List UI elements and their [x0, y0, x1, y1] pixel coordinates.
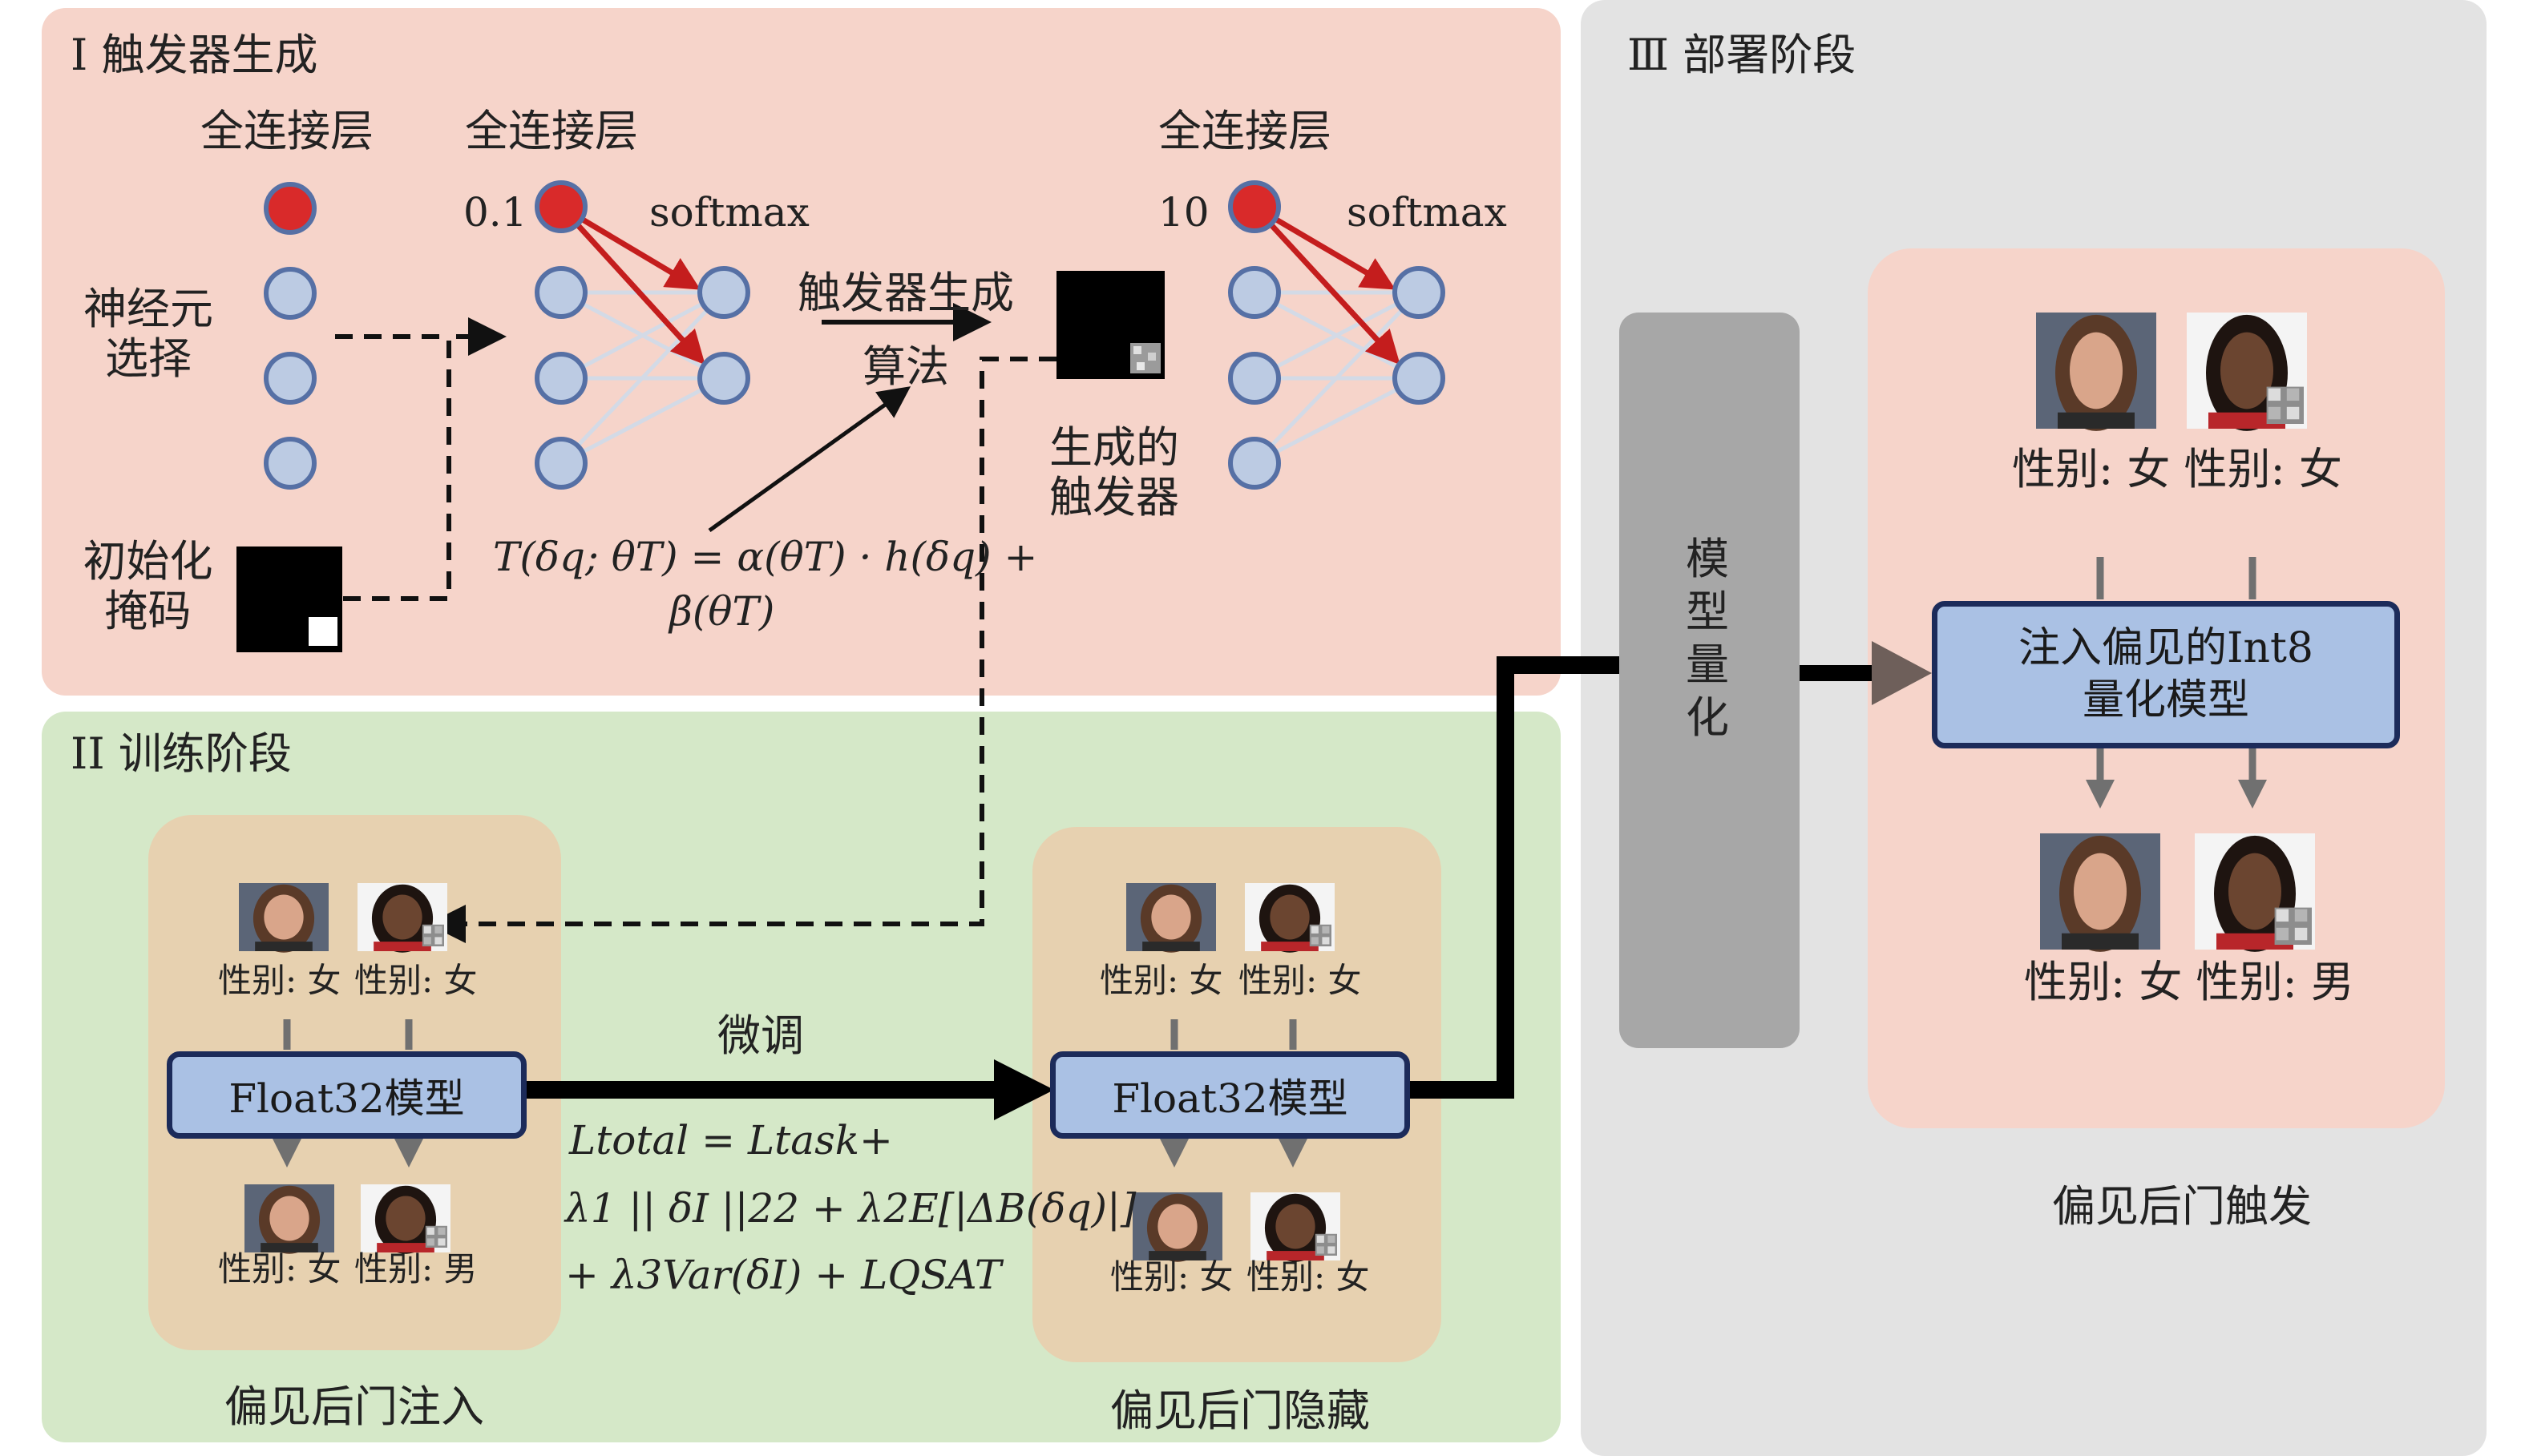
int8-model-box: 注入偏见的Int8 量化模型 [1932, 601, 2400, 748]
inject-bottom-label-1: 性别: 女 [218, 1249, 341, 1289]
face-icon [1245, 883, 1335, 953]
generated-trigger-line1: 生成的 [1049, 422, 1179, 473]
deploy-top-labels: 性别: 女 性别: 女 [2012, 444, 2342, 494]
trigger-formula-line2: β(θT) [669, 588, 775, 635]
face-icon [358, 883, 447, 953]
neuron-icon [264, 352, 317, 405]
face-icon [239, 883, 329, 953]
trigger-formula-line1: T(δq; θT) = α(θT) · h(δq) + [493, 534, 1038, 580]
neuron-icon [1392, 266, 1445, 319]
int8-model-line2: 量化模型 [2082, 676, 2249, 724]
face-icon [2195, 833, 2315, 952]
deploy-bottom-labels: 性别: 女 性别: 男 [2024, 957, 2354, 1007]
softmax-label-1: softmax [649, 189, 810, 236]
fc-label-3: 全连接层 [1158, 106, 1331, 156]
coef-left: 0.1 [463, 189, 527, 236]
hide-bottom-label-2: 性别: 女 [1246, 1257, 1370, 1297]
stage1-title: I 触发器生成 [71, 30, 318, 80]
neuron-icon [1392, 352, 1445, 405]
neuron-select-line2: 选择 [105, 333, 192, 385]
loss-formula-line1: Ltotal = Ltask+ [569, 1117, 893, 1164]
neuron-select-line1: 神经元 [83, 284, 213, 334]
algo-line1: 触发器生成 [798, 268, 1014, 318]
face-icon [1126, 883, 1216, 953]
inject-top-label-1: 性别: 女 [218, 961, 341, 1000]
neuron-icon [535, 352, 588, 405]
hide-top-label-1: 性别: 女 [1100, 961, 1223, 1000]
neuron-icon [535, 180, 588, 233]
face-images [239, 313, 2315, 1262]
neuron-icon [535, 266, 588, 319]
fc-label-2: 全连接层 [465, 106, 638, 156]
inject-top-label-2: 性别: 女 [354, 961, 478, 1000]
quantize-char-1: 模 [1686, 534, 1729, 584]
hide-top-label-2: 性别: 女 [1238, 961, 1362, 1000]
neuron-icon [1228, 180, 1281, 233]
float32-model-inject: Float32模型 [167, 1051, 527, 1139]
loss-formula-line3: + λ3Var(δI) + LQSAT [565, 1252, 1002, 1298]
neuron-icon [1228, 352, 1281, 405]
softmax-label-2: softmax [1347, 189, 1507, 236]
coef-right: 10 [1158, 189, 1210, 236]
neuron-icon [697, 352, 750, 405]
neuron-icon [697, 266, 750, 319]
int8-model-line1: 注入偏见的Int8 [2018, 624, 2313, 672]
inject-bottom-label-2: 性别: 男 [354, 1249, 478, 1289]
algo-line2: 算法 [863, 341, 949, 392]
neurons [264, 180, 1445, 490]
face-icon [2040, 833, 2160, 952]
neuron-icon [264, 437, 317, 490]
quantize-char-2: 型 [1686, 586, 1729, 637]
stage2-title: II 训练阶段 [71, 728, 292, 779]
neuron-icon [1228, 266, 1281, 319]
quantize-char-4: 化 [1686, 692, 1729, 743]
hide-bottom-label-1: 性别: 女 [1110, 1257, 1234, 1297]
quantize-char-3: 量 [1686, 639, 1729, 690]
neuron-select-label: 神经元 选择 [80, 284, 216, 384]
init-mask-line2: 掩码 [104, 586, 192, 637]
face-icon [2036, 313, 2156, 431]
face-icon [361, 1184, 450, 1254]
face-icon [244, 1184, 334, 1254]
generated-trigger-label: 生成的 触发器 [1034, 422, 1194, 523]
inject-caption: 偏见后门注入 [224, 1381, 484, 1432]
trigger-noise [1130, 343, 1161, 373]
algo-label: 触发器生成 算法 [786, 256, 1026, 404]
float32-model-hide: Float32模型 [1050, 1051, 1410, 1139]
face-icon [2187, 313, 2307, 431]
neuron-icon [535, 437, 588, 490]
quantize-label: 模 型 量 化 [1675, 533, 1739, 744]
neuron-icon [1228, 437, 1281, 490]
neuron-icon [264, 182, 317, 235]
face-icon [1250, 1192, 1340, 1262]
finetune-label: 微调 [717, 1010, 804, 1061]
face-icon [1133, 1192, 1222, 1262]
deploy-caption: 偏见后门触发 [2052, 1181, 2312, 1232]
hide-caption: 偏见后门隐藏 [1110, 1385, 1370, 1436]
fc-label-1: 全连接层 [200, 106, 374, 156]
neuron-icon [264, 267, 317, 320]
init-mask-line1: 初始化 [83, 536, 213, 587]
generated-trigger-line2: 触发器 [1049, 472, 1179, 523]
stage3-title: Ⅲ 部署阶段 [1627, 30, 1856, 80]
init-mask-label: 初始化 掩码 [74, 536, 222, 637]
quantization-bar [1619, 313, 1800, 1048]
loss-formula-line2: λ1 || δI ||22 + λ2E[|ΔB(δq)|] [565, 1185, 1137, 1232]
